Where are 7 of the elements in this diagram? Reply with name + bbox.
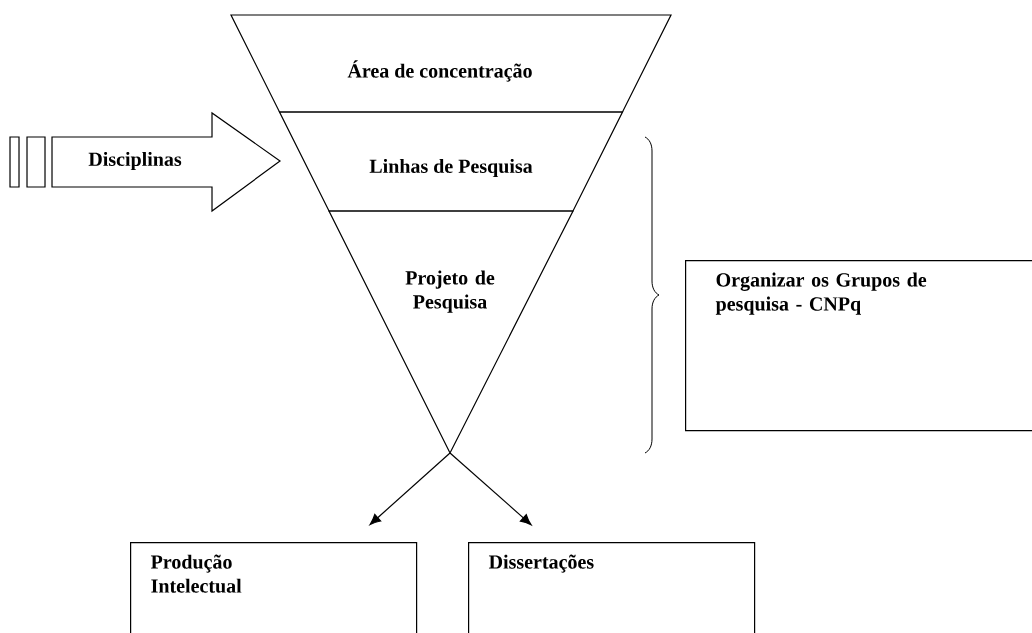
- text-box: Dissertações: [468, 542, 756, 633]
- text-box: Organizar os Grupos de pesquisa - CNPq: [685, 260, 1032, 432]
- text-box: Produção Intelectual: [130, 542, 418, 633]
- arrow: [449, 452, 532, 526]
- funnel-band: Linhas de Pesquisa: [278, 111, 624, 212]
- arrow: [369, 452, 451, 526]
- funnel-band: Área de concentração: [230, 14, 672, 113]
